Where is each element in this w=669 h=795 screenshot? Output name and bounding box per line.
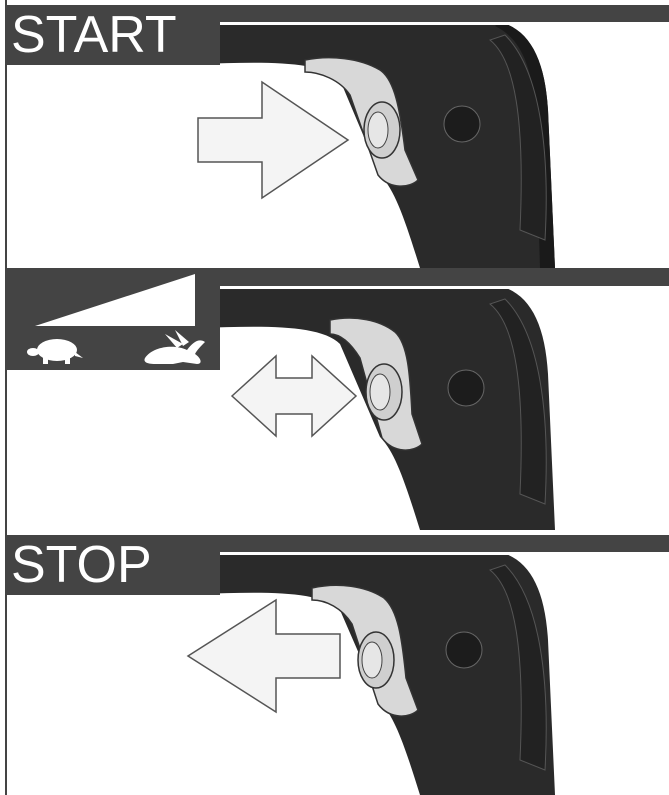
speed-ramp-icon (35, 274, 195, 326)
stop-panel: STOP (0, 530, 669, 795)
hare-icon (144, 330, 205, 364)
start-panel: START (0, 0, 669, 268)
double-arrow-icon (232, 356, 356, 436)
left-arrow-icon (188, 600, 340, 712)
top-band (220, 268, 669, 286)
speed-indicator (5, 268, 220, 370)
stop-label: STOP (5, 535, 220, 595)
tortoise-icon (27, 339, 83, 364)
top-band (220, 5, 669, 22)
top-band (220, 535, 669, 552)
speed-panel (0, 268, 669, 530)
start-label: START (5, 5, 220, 65)
right-arrow-icon (198, 82, 348, 198)
